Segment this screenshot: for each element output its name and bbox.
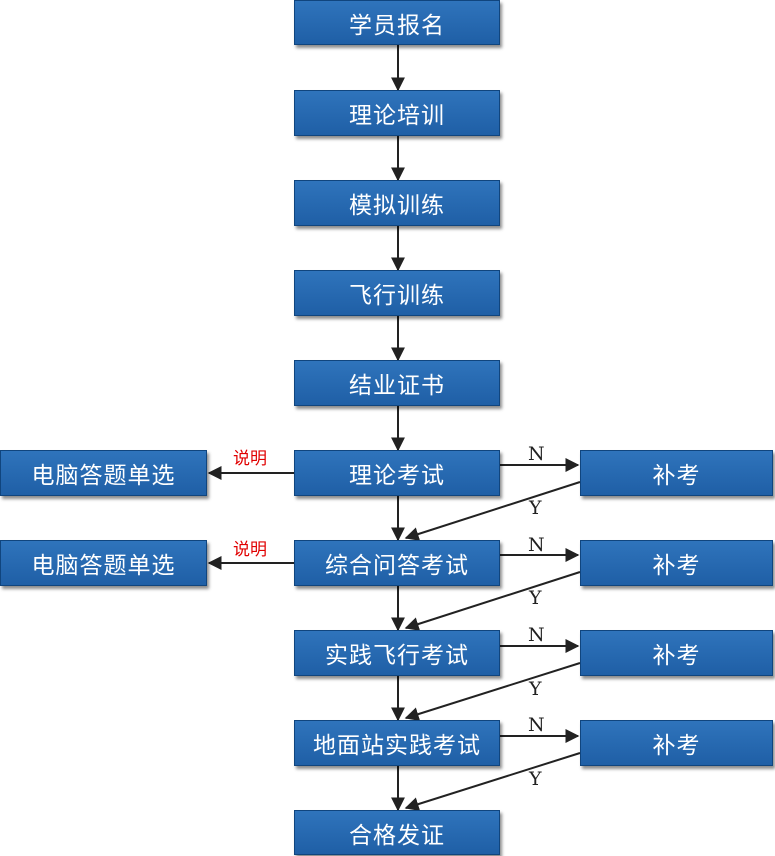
step-oral-exam: 综合问答考试	[294, 540, 500, 586]
retake-box-4: 补考	[580, 720, 773, 766]
arrow-retake1-step7	[404, 481, 581, 541]
no-label-1: N	[528, 443, 545, 465]
computer-answer-box-2: 电脑答题单选	[0, 540, 207, 586]
step-theory-exam: 理论考试	[294, 450, 500, 496]
computer-answer-box-1: 电脑答题单选	[0, 450, 207, 496]
retake-box-2: 补考	[580, 540, 773, 586]
step-ground-station-exam: 地面站实践考试	[294, 720, 500, 766]
retake-box-1: 补考	[580, 450, 773, 496]
note-label-1: 说明	[233, 449, 267, 469]
step-practical-flight-exam: 实践飞行考试	[294, 630, 500, 676]
arrow-retake3-step9	[404, 662, 581, 721]
step-theory-training: 理论培训	[294, 90, 500, 136]
yes-label-2: Y	[528, 587, 542, 609]
no-label-2: N	[528, 534, 545, 556]
no-label-3: N	[528, 624, 545, 646]
yes-label-1: Y	[528, 497, 542, 519]
step-certification: 合格发证	[294, 810, 500, 855]
arrow-retake4-step10	[404, 752, 581, 811]
yes-label-4: Y	[528, 768, 542, 790]
step-simulation-training: 模拟训练	[294, 180, 500, 226]
arrow-retake2-step8	[404, 571, 581, 631]
no-label-4: N	[528, 714, 545, 736]
yes-label-3: Y	[528, 678, 542, 700]
retake-box-3: 补考	[580, 630, 773, 676]
step-flight-training: 飞行训练	[294, 270, 500, 316]
step-registration: 学员报名	[294, 0, 500, 45]
note-label-2: 说明	[233, 540, 267, 560]
step-completion-certificate: 结业证书	[294, 360, 500, 406]
